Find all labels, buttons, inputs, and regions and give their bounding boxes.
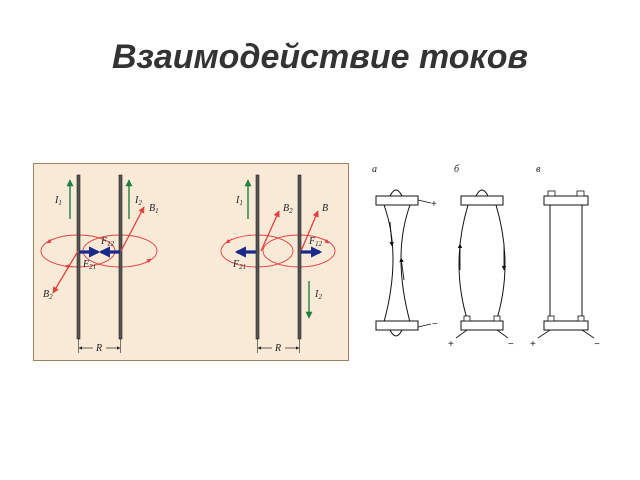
antiparallel-currents-diagram: I1 I2 B2 B F12 F21 R: [220, 174, 336, 354]
field-direction-arrow: [144, 258, 152, 264]
bottom-left-sign: +: [530, 339, 536, 350]
current-label-3: I1: [235, 195, 243, 207]
case-c: в + −: [530, 164, 600, 350]
terminal: [576, 190, 585, 197]
induction-label-3: B2: [283, 203, 293, 215]
lead-wire: [455, 329, 468, 339]
lead-wire: [496, 329, 509, 339]
induction-vector-1: [120, 206, 145, 252]
terminal: [463, 315, 471, 322]
conductor-right: [495, 204, 506, 323]
current-label-4: I2: [314, 289, 322, 301]
support-bulge: [389, 329, 403, 337]
lead-wire: [581, 329, 595, 339]
induction-vector-2: [52, 250, 79, 294]
panel-background: [33, 163, 349, 361]
bottom-right-sign: −: [432, 319, 438, 330]
bottom-left-sign: +: [448, 339, 454, 350]
bottom-bar: [543, 320, 589, 331]
force-label-21: F21: [82, 259, 96, 271]
field-direction-arrow: [46, 238, 54, 244]
current-arrow: [389, 221, 394, 247]
current-label-1: I1: [54, 195, 62, 207]
terminal: [577, 315, 585, 322]
parallel-currents-diagram: I1 I2 B1 B2 F12 F21 R: [40, 174, 159, 354]
force-label-12: F12: [100, 236, 115, 248]
wire-3: [255, 174, 260, 340]
bottom-right-sign: −: [508, 339, 514, 350]
field-direction-arrow: [225, 238, 233, 244]
flexible-conductors-diagram: а + − б + − в: [372, 164, 600, 350]
case-a: а + −: [372, 164, 438, 337]
case-letter: в: [536, 164, 541, 175]
current-arrow: [399, 257, 405, 281]
top-bar: [543, 195, 589, 206]
lead-wire: [417, 199, 432, 204]
induction-label-2: B2: [43, 289, 53, 301]
bottom-bar: [375, 320, 419, 331]
lead-wire: [417, 323, 432, 328]
case-letter: а: [372, 164, 377, 175]
wire-2: [118, 174, 123, 340]
support-bulge: [389, 189, 403, 197]
induction-label-1: B1: [149, 203, 159, 215]
top-sign: +: [431, 199, 437, 210]
wire-1: [76, 174, 81, 340]
case-letter: б: [454, 164, 460, 175]
conductor-left: [383, 204, 394, 323]
case-b: б + −: [448, 164, 514, 350]
lead-wire: [537, 329, 551, 339]
terminal: [547, 315, 555, 322]
force-label-12: F12: [308, 236, 323, 248]
wire-4: [297, 174, 302, 340]
bottom-bar: [460, 320, 504, 331]
terminal: [547, 190, 556, 197]
conductor-left: [458, 204, 469, 323]
current-label-2: I2: [134, 195, 142, 207]
distance-label: R: [274, 343, 281, 354]
support-bulge: [475, 189, 489, 197]
distance-label: R: [95, 343, 102, 354]
induction-vector-4: [300, 210, 319, 252]
force-label-21: F21: [232, 259, 246, 271]
wires-field-diagram: I1 I2 B1 B2 F12 F21 R I1 I2 B2 B F12: [33, 163, 349, 361]
terminal: [493, 315, 501, 322]
top-bar: [460, 195, 504, 206]
conductor-right: [400, 204, 411, 323]
slide-title: Взаимодействие токов: [111, 38, 529, 76]
field-direction-arrow: [322, 238, 330, 244]
top-bar: [375, 195, 419, 206]
induction-label-4: B: [322, 203, 328, 214]
induction-vector-3: [260, 210, 280, 252]
bottom-right-sign: −: [594, 339, 600, 350]
